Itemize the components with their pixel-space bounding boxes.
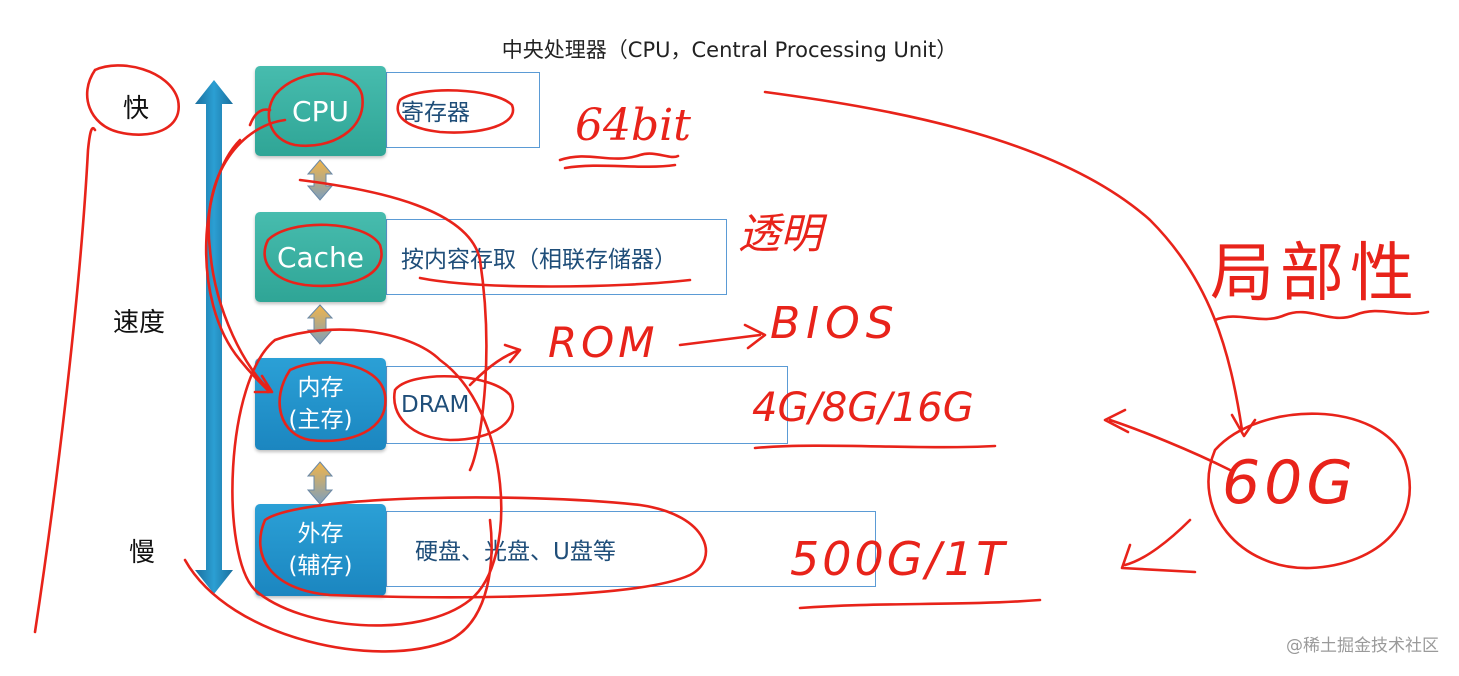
arrow-game-disk (1120, 518, 1197, 574)
secondary-storage-box-sublabel: (辅存) (288, 553, 353, 579)
speed-fast-label: 快 (123, 94, 150, 124)
arrow-rom (468, 343, 522, 387)
cache-box-label: Cache (276, 240, 365, 274)
arrow-top-cpu (248, 108, 272, 127)
underline-cpu-note-2 (563, 163, 677, 170)
cache-note-transparent: 透明 (738, 209, 823, 258)
underline-disk-size (798, 598, 1042, 610)
diagram-title: 中央处理器（CPU，Central Processing Unit） (501, 38, 958, 62)
circle-lower-levels (231, 328, 503, 627)
arrow-game-memory (1103, 408, 1232, 472)
secondary-storage-box-label: 外存 (297, 521, 344, 547)
memory-description: DRAM (386, 366, 788, 444)
memory-size-note: 4G/8G/16G (752, 385, 974, 431)
arrow-rom-bios (678, 323, 767, 350)
cpu-box: CPU (255, 66, 386, 156)
bottom-loop (183, 518, 493, 653)
main-memory-box-sublabel: (主存) (288, 407, 353, 433)
circle-dram (392, 375, 515, 442)
secondary-storage-box: 外存 (辅存) (255, 504, 386, 596)
circle-register (396, 89, 515, 134)
underline-memory-size (753, 444, 997, 450)
underline-cpu-note (558, 152, 680, 162)
underline-cache-desc (418, 276, 692, 288)
main-memory-box-label: 内存 (297, 375, 344, 401)
underline-locality (1213, 309, 1430, 322)
main-memory-box: 内存 (主存) (255, 358, 386, 450)
left-curve (33, 126, 97, 634)
disk-size-note: 500G/1T (790, 532, 1008, 586)
watermark: @稀土掘金技术社区 (1286, 636, 1439, 656)
circle-cache (263, 223, 383, 288)
register-description: 寄存器 (386, 72, 540, 148)
circle-game-size (1207, 412, 1411, 570)
speed-slow-label: 慢 (129, 538, 156, 568)
cpu-box-label: CPU (292, 94, 349, 128)
circle-storage (259, 496, 708, 599)
arrow-cpu-down (207, 118, 287, 394)
cpu-note-64bit: 64bit (575, 100, 691, 151)
circle-fast (85, 64, 180, 136)
game-size-note: 60G (1222, 448, 1357, 518)
locality-note: 局部性 (1210, 237, 1420, 311)
rom-note: ROM (548, 318, 659, 367)
speed-axis-label: 速度 (113, 308, 166, 338)
loop-cache (204, 138, 488, 472)
circle-memory (278, 361, 387, 443)
bios-note: BIOS (770, 298, 900, 349)
circle-cpu (267, 72, 364, 148)
storage-description: 硬盘、光盘、U盘等 (386, 511, 876, 587)
arc-top-to-game (763, 90, 1257, 438)
